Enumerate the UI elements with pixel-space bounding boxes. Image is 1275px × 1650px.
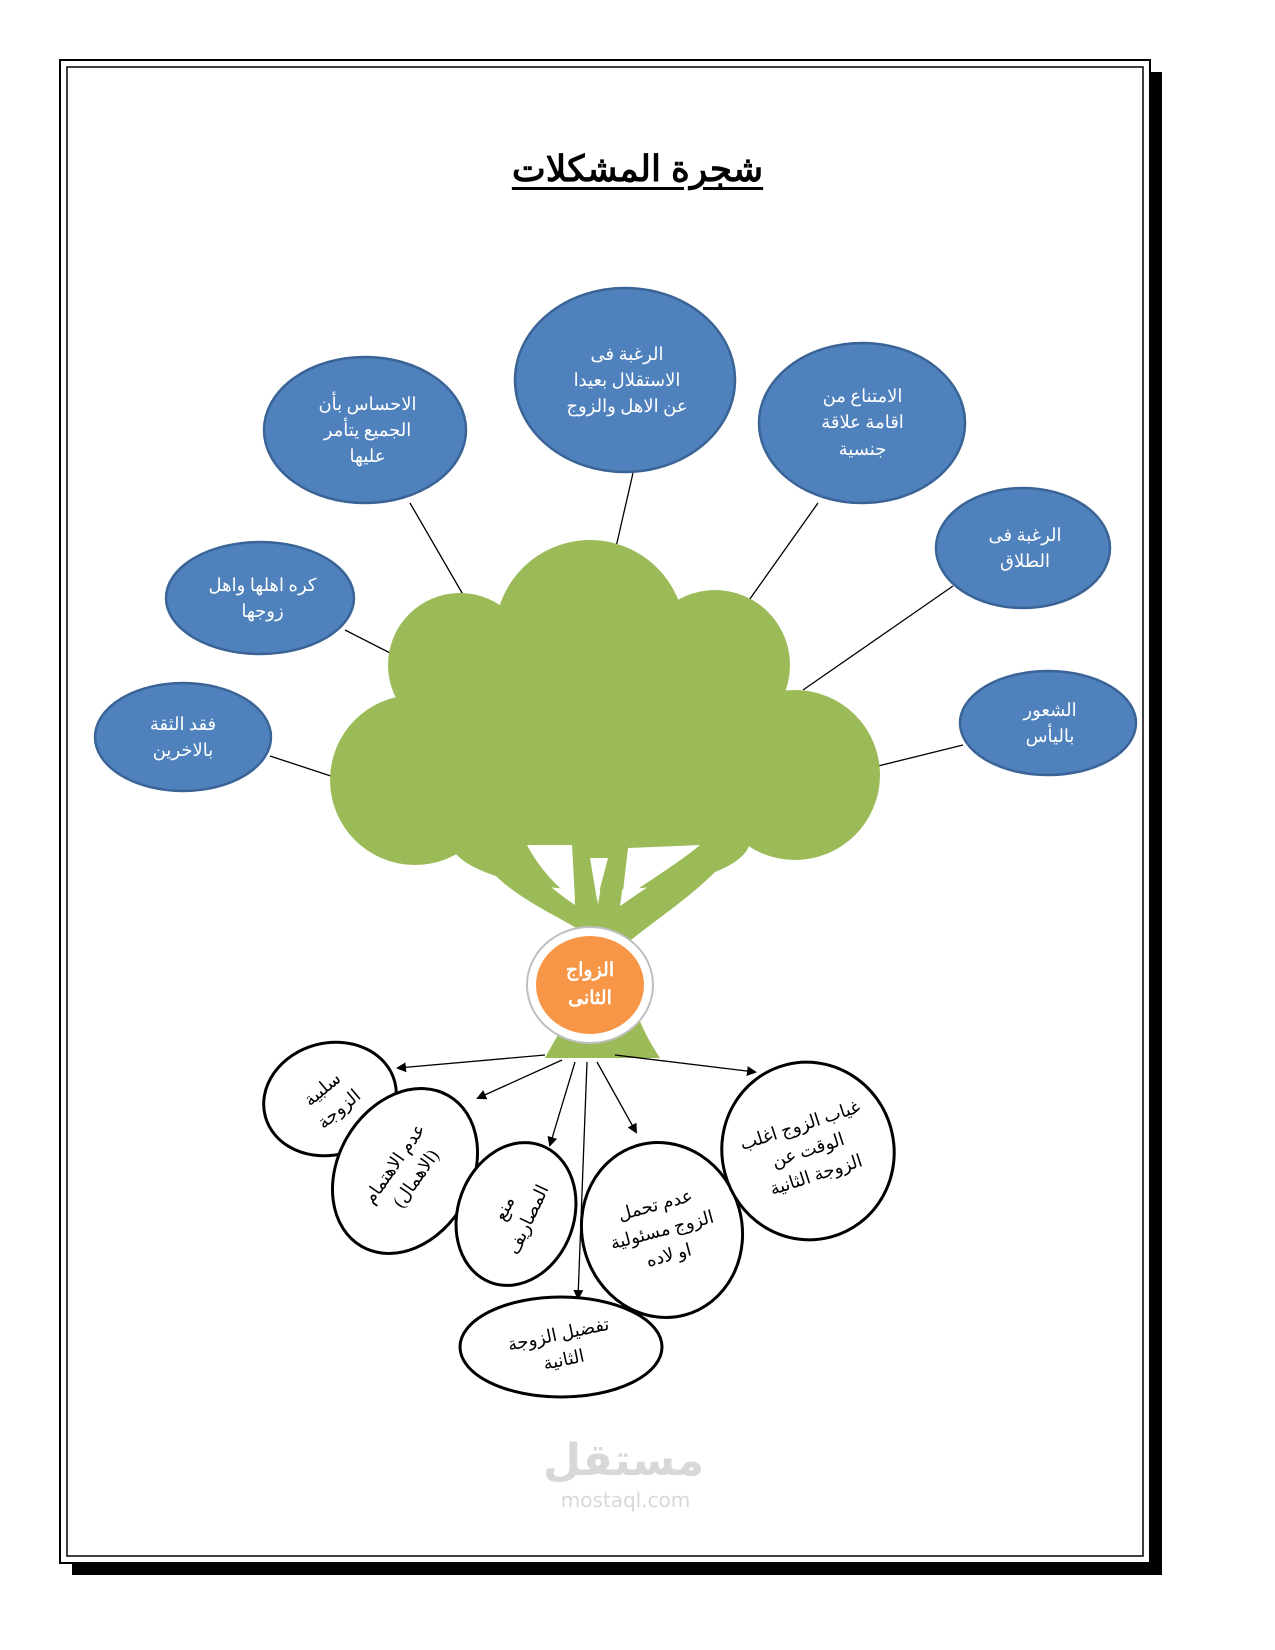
connector-line	[802, 585, 954, 691]
effect-label: الامتناع من اقامة علاقة جنسية	[821, 386, 904, 459]
effect-node	[958, 669, 1138, 777]
cause-node	[454, 1141, 578, 1287]
branch-gap	[590, 858, 608, 900]
cause-nodes	[262, 1040, 896, 1399]
effect-node	[164, 540, 356, 656]
root-arrow	[573, 1061, 588, 1300]
effect-label: كره اهلها واهل زوجها	[208, 574, 317, 621]
effect-node	[93, 681, 273, 793]
page-title: شجرة المشكلات	[511, 148, 764, 189]
tree-shape	[330, 540, 880, 1058]
root-arrows	[396, 1054, 757, 1300]
effect-node	[513, 286, 737, 474]
effect-node	[262, 355, 468, 505]
effect-label: الشعور باليأس	[1023, 699, 1077, 746]
root-arrow	[396, 1054, 546, 1073]
branch-gap	[527, 845, 575, 900]
root-arrow	[476, 1059, 563, 1100]
effect-node	[757, 341, 967, 505]
effect-nodes	[93, 286, 1138, 793]
root-arrow	[596, 1061, 637, 1134]
connector-line	[746, 502, 819, 604]
root-arrow	[547, 1061, 576, 1147]
center-label: الزواج الثانى	[565, 960, 615, 1009]
cause-node	[720, 1060, 896, 1242]
effect-label: فقد الثقة بالاخرين	[149, 713, 217, 760]
effect-node	[934, 486, 1112, 610]
page-frame-inner	[66, 66, 1144, 1557]
branch-gaps	[527, 845, 700, 900]
effect-label: الرغبة فى الاستقلال بعيدا عن الاهل والزو…	[566, 343, 688, 417]
tree-crown-lobe	[450, 790, 750, 890]
center-node	[536, 936, 644, 1034]
effect-label: الرغبة فى الطلاق	[988, 524, 1062, 571]
connector-line	[409, 502, 466, 599]
cause-node	[458, 1295, 664, 1399]
connector-line	[869, 744, 964, 769]
root-arrow	[614, 1054, 757, 1076]
watermark-logo: مستقل	[543, 1435, 704, 1486]
watermark-url: mostaql.com	[560, 1488, 691, 1512]
effect-label: الاحساس بأن الجميع يتأمر عليها	[318, 393, 417, 467]
branch-gap	[622, 845, 700, 900]
cause-node	[579, 1141, 745, 1319]
